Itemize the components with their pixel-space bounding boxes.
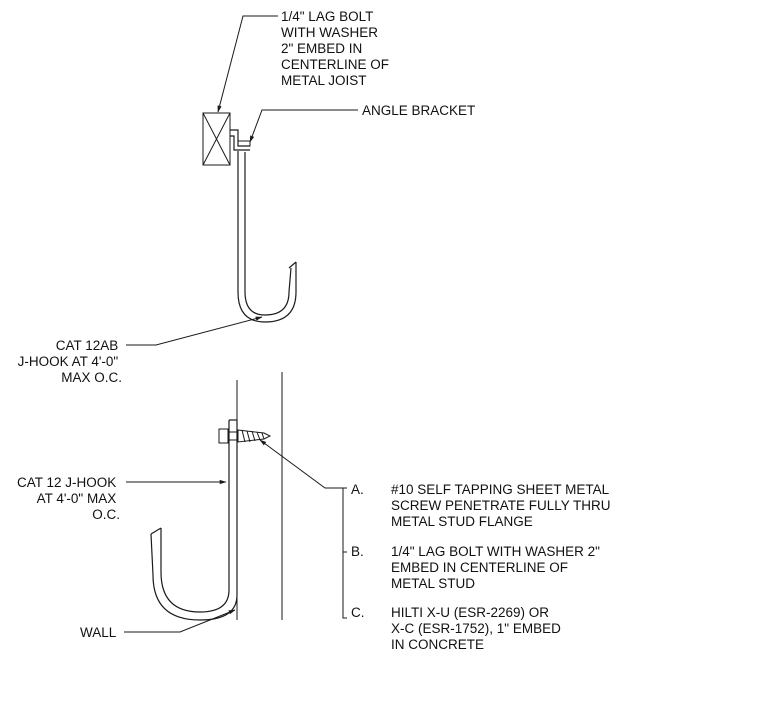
note-letter: B.	[351, 544, 364, 559]
note-line: METAL STUD	[391, 576, 475, 591]
angle-bracket-leader	[249, 109, 358, 143]
note-line: HILTI X-U (ESR-2269) OR	[391, 605, 549, 620]
note-line: 1/4" LAG BOLT WITH WASHER 2"	[391, 544, 600, 559]
note-line: SCREW PENETRATE FULLY THRU	[391, 498, 611, 513]
callout-line: J-HOOK AT 4'-0"	[18, 354, 119, 369]
callout-line: AT 4'-0" MAX	[37, 491, 117, 506]
note-line: #10 SELF TAPPING SHEET METAL	[391, 482, 610, 497]
callout-line: WITH WASHER	[281, 25, 378, 40]
jhook-top-leader	[126, 316, 263, 346]
note-letter: C.	[351, 605, 365, 620]
note-line: IN CONCRETE	[391, 637, 484, 652]
note-b: B. 1/4" LAG BOLT WITH WASHER 2" EMBED IN…	[351, 544, 604, 591]
note-text: HILTI X-U (ESR-2269) OR X-C (ESR-1752), …	[391, 605, 565, 652]
lag-bolt-leader	[217, 15, 278, 113]
callout-line: CENTERLINE OF	[281, 57, 389, 72]
angle-bracket	[230, 129, 251, 151]
callout-line: 1/4" LAG BOLT	[281, 9, 373, 24]
jhook-top	[237, 151, 297, 323]
jhook-wall-callout: CAT 12 J-HOOK AT 4'-0" MAX O.C.	[17, 475, 120, 522]
note-letter: A.	[351, 482, 364, 497]
note-line: X-C (ESR-1752), 1" EMBED	[391, 621, 561, 636]
note-text: 1/4" LAG BOLT WITH WASHER 2" EMBED IN CE…	[391, 544, 604, 591]
note-c: C. HILTI X-U (ESR-2269) OR X-C (ESR-1752…	[351, 605, 565, 652]
callout-line: 2" EMBED IN	[281, 41, 362, 56]
lag-bolt-callout: 1/4" LAG BOLT WITH WASHER 2" EMBED IN CE…	[281, 9, 393, 88]
wall-leader	[124, 609, 236, 633]
screw	[218, 428, 272, 444]
callout-line: O.C.	[92, 507, 120, 522]
joist-section	[202, 112, 231, 166]
jhook-top-callout: CAT 12AB J-HOOK AT 4'-0" MAX O.C.	[18, 338, 122, 385]
note-a: A. #10 SELF TAPPING SHEET METAL SCREW PE…	[351, 482, 614, 529]
callout-line: METAL JOIST	[281, 73, 367, 88]
jhook-wall	[150, 419, 238, 621]
callout-line: CAT 12AB	[56, 338, 119, 353]
screw-leader	[259, 439, 347, 489]
note-line: METAL STUD FLANGE	[391, 514, 533, 529]
note-text: #10 SELF TAPPING SHEET METAL SCREW PENET…	[391, 482, 614, 529]
notes-bracket	[342, 487, 347, 619]
callout-line: CAT 12 J-HOOK	[17, 475, 116, 490]
wall-callout: WALL	[80, 625, 117, 640]
wall-stud	[236, 372, 283, 620]
callout-line: MAX O.C.	[61, 370, 122, 385]
note-line: EMBED IN CENTERLINE OF	[391, 560, 568, 575]
angle-bracket-callout: ANGLE BRACKET	[362, 103, 475, 118]
